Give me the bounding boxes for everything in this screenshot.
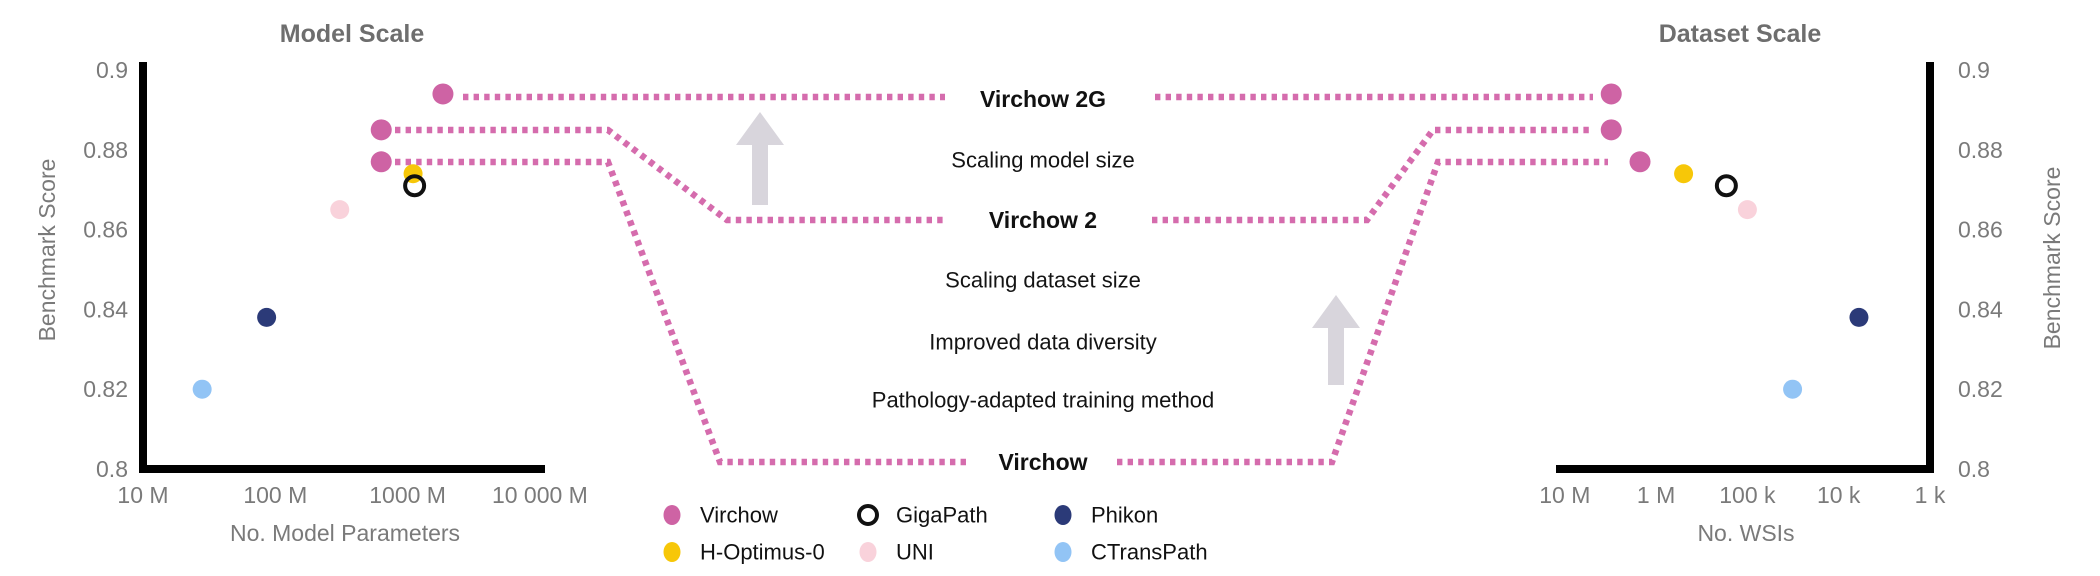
legend-item: UNI	[859, 540, 934, 565]
annotation-model-name: Virchow	[998, 449, 1087, 475]
connector-virchow2-left	[395, 126, 943, 224]
data-point-uni	[330, 200, 350, 220]
left-xtick-label: 100 M	[243, 482, 307, 508]
annotation-improvement-text: Pathology-adapted training method	[872, 388, 1214, 413]
legend-item: Virchow	[663, 503, 778, 528]
annotation-improvement-text: Improved data diversity	[929, 330, 1156, 355]
left-ytick-label: 0.9	[96, 57, 128, 83]
left-scatter-points	[192, 83, 454, 399]
legend-marker-dot	[1054, 542, 1072, 562]
connector-virchow2-right	[1152, 126, 1593, 224]
data-point-ctranspath	[1783, 379, 1803, 399]
left-axis-spine	[139, 62, 545, 473]
right-ytick-label: 0.8	[1958, 456, 1990, 482]
legend-marker-dot	[1054, 505, 1072, 525]
right-ytick-label: 0.88	[1958, 137, 2003, 163]
right-ytick-label: 0.84	[1958, 296, 2003, 322]
data-point-gigapath	[1714, 174, 1738, 198]
legend-marker-dot	[663, 542, 681, 562]
legend-label: H-Optimus-0	[700, 540, 825, 565]
data-point-phikon	[1849, 307, 1869, 327]
data-point-virchow-2	[1600, 119, 1622, 141]
legend-label: UNI	[896, 540, 934, 565]
legend-label: Phikon	[1091, 503, 1158, 528]
up-arrow-model-scaling	[736, 112, 784, 205]
connector-lines	[395, 93, 1608, 466]
data-point-h-optimus-0	[1674, 164, 1694, 184]
annotation-model-name: Virchow 2G	[980, 86, 1106, 112]
connector-virchow-left	[395, 158, 966, 466]
legend-marker-dot	[663, 505, 681, 525]
left-ytick-label: 0.86	[83, 217, 128, 243]
data-point-phikon	[257, 307, 277, 327]
left-xaxis-title: No. Model Parameters	[230, 520, 460, 546]
right-xaxis-title: No. WSIs	[1697, 520, 1794, 546]
legend-item: CTransPath	[1054, 540, 1208, 565]
left-xtick-label: 1000 M	[369, 482, 446, 508]
right-yaxis-ticks: 0.9 0.88 0.86 0.84 0.82 0.8	[1958, 57, 2003, 482]
legend-label: Virchow	[700, 503, 778, 528]
data-point-virchow-2g	[432, 83, 454, 105]
right-ytick-label: 0.82	[1958, 376, 2003, 402]
left-ytick-label: 0.88	[83, 137, 128, 163]
up-arrow-dataset-scaling	[1312, 295, 1360, 385]
left-xtick-label: 10 000 M	[492, 482, 588, 508]
legend-label: CTransPath	[1091, 540, 1208, 565]
left-xtick-label: 10 M	[117, 482, 168, 508]
right-xtick-label: 100 k	[1719, 482, 1776, 508]
left-ytick-label: 0.8	[96, 456, 128, 482]
legend-item: GigaPath	[857, 503, 988, 528]
right-ytick-label: 0.86	[1958, 217, 2003, 243]
legend-item: Phikon	[1054, 503, 1158, 528]
left-yaxis-ticks: 0.9 0.88 0.86 0.84 0.82 0.8	[83, 57, 128, 482]
right-yaxis-title: Benchmark Score	[2039, 167, 2065, 350]
right-xtick-label: 10 k	[1817, 482, 1861, 508]
data-point-virchow	[370, 151, 392, 173]
right-xtick-label: 10 M	[1539, 482, 1590, 508]
right-scatter-points	[1600, 83, 1869, 399]
left-yaxis-title: Benchmark Score	[34, 159, 60, 342]
right-plot-title: Dataset Scale	[1659, 20, 1822, 48]
annotation-improvement-text: Scaling dataset size	[945, 268, 1141, 293]
right-ytick-label: 0.9	[1958, 57, 1990, 83]
data-point-gigapath	[403, 174, 427, 198]
annotation-model-name: Virchow 2	[989, 207, 1097, 233]
legend-item: H-Optimus-0	[663, 540, 825, 565]
right-xtick-label: 1 k	[1915, 482, 1946, 508]
data-point-uni	[1737, 200, 1757, 220]
data-point-virchow-2	[370, 119, 392, 141]
legend-marker-dot	[859, 542, 877, 562]
connector-virchow-right	[1117, 158, 1608, 466]
left-plot-title: Model Scale	[280, 20, 425, 48]
left-ytick-label: 0.84	[83, 296, 128, 322]
legend-marker-open-circle	[857, 504, 879, 526]
data-point-virchow-2g	[1600, 83, 1622, 105]
right-axis-spine	[1556, 62, 1934, 473]
right-xtick-label: 1 M	[1637, 482, 1675, 508]
data-point-ctranspath	[192, 379, 212, 399]
legend-label: GigaPath	[896, 503, 988, 528]
right-xaxis-ticks: 10 M 1 M 100 k 10 k 1 k	[1539, 482, 1946, 508]
data-point-virchow	[1629, 151, 1651, 173]
left-xaxis-ticks: 10 M 100 M 1000 M 10 000 M	[117, 482, 587, 508]
annotation-improvement-text: Scaling model size	[951, 148, 1134, 173]
left-ytick-label: 0.82	[83, 376, 128, 402]
